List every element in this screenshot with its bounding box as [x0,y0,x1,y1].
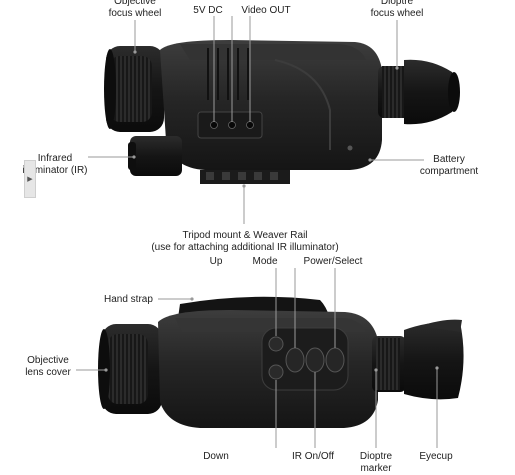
label-video-out: Video OUT [241,5,291,16]
top-device [104,40,460,184]
bottom-device [98,296,464,428]
label-dioptre-marker: Dioptre marker [360,451,392,475]
label-dioptre-marker-line2: marker [360,463,392,474]
dioptre-focus-wheel-knurl [382,66,404,118]
label-dioptre-focus-wheel-line1: Dioptre [380,0,414,7]
chevron-right-icon: ▶ [27,175,33,183]
label-tripod-mount: Tripod mount & Weaver Rail (use for atta… [151,230,338,254]
label-dioptre-focus-wheel: Dioptre focus wheel [371,0,424,20]
label-dioptre-marker-line1: Dioptre [359,451,393,462]
top-eyecup [404,59,457,125]
label-objective-focus-wheel: Objective focus wheel [109,0,162,20]
control-panel [261,327,349,391]
label-lens-cover-line2: lens cover [25,367,71,378]
label-tripod-line1: Tripod mount & Weaver Rail [182,230,308,241]
label-dioptre-focus-wheel-line2: focus wheel [370,8,424,19]
label-lens-cover-line1: Objective [27,355,69,366]
infrared-illuminator [130,136,182,176]
label-eyecup: Eyecup [419,451,453,462]
label-up: Up [209,256,223,267]
label-infrared-line2: illuminator (IR) [22,165,88,176]
label-objective-focus-wheel-line2: focus wheel [108,8,162,19]
objective-lens-cover-knurl [108,334,148,404]
label-mode: Mode [252,256,278,267]
top-grip-ribs [207,48,249,100]
dioptre-ring-knurl [376,338,400,390]
label-infrared-illuminator: Infrared illuminator (IR) [22,153,87,177]
label-tripod-line2: (use for attaching additional IR illumin… [151,242,339,253]
label-5v-dc: 5V DC [193,5,223,16]
button-mode[interactable] [285,347,305,373]
label-battery-compartment: Battery compartment [420,154,478,178]
objective-focus-wheel-knurl [110,56,152,122]
button-power-select[interactable] [325,347,345,373]
label-battery-line2: compartment [419,166,479,177]
button-down[interactable] [268,364,284,380]
label-objective-lens-cover: Objective lens cover [25,355,71,379]
leader-lines [76,16,438,448]
button-ir-on-off[interactable] [305,347,325,373]
label-power-select: Power/Select [303,256,363,267]
label-hand-strap: Hand strap [104,294,153,305]
label-infrared-line1: Infrared [37,153,73,164]
side-panel-handle[interactable]: ▶ [24,160,36,198]
label-battery-line1: Battery [433,154,465,165]
button-up[interactable] [268,336,284,352]
label-down: Down [203,451,229,462]
port-video-out [228,121,236,129]
label-ir-on-off: IR On/Off [291,451,335,462]
bottom-eyecup [404,321,464,400]
label-objective-focus-wheel-line1: Objective [114,0,156,7]
port-5v-dc [210,121,218,129]
battery-compartment-latch [347,145,353,151]
